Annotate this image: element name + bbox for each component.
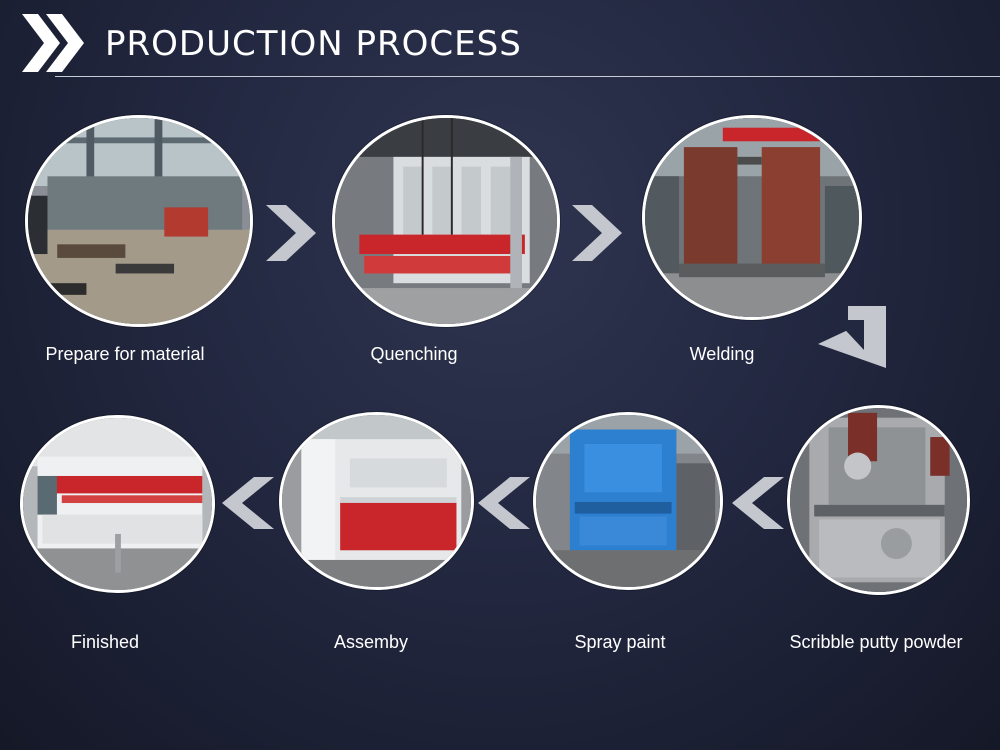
header: PRODUCTION PROCESS — [0, 0, 1000, 78]
step-label-welding: Welding — [689, 344, 755, 364]
step-photo-putty-powder — [787, 405, 970, 595]
step-photo-prepare-material — [25, 115, 253, 327]
step-photo-finished — [20, 415, 215, 593]
chevron-arrow-icon — [222, 477, 274, 529]
chevron-arrow-icon — [478, 477, 530, 529]
step-label-quenching: Quenching — [370, 344, 458, 364]
page-title: PRODUCTION PROCESS — [105, 24, 522, 64]
double-chevron-right-icon — [22, 14, 84, 72]
chevron-arrow-icon — [572, 205, 622, 261]
step-photo-quenching — [332, 115, 560, 327]
chevron-arrow-icon — [266, 205, 316, 261]
chevron-arrow-icon — [732, 477, 784, 529]
step-label-assembly: Assemby — [333, 632, 409, 652]
step-photo-spray-paint — [533, 412, 723, 590]
step-label-prepare-material: Prepare for material — [45, 344, 205, 364]
step-label-putty-powder: Scribble putty powder — [789, 632, 963, 652]
header-divider — [55, 76, 1000, 77]
step-photo-welding — [642, 115, 862, 320]
step-label-finished: Finished — [70, 632, 140, 652]
step-label-spray-paint: Spray paint — [574, 632, 666, 652]
chevron-arrow-icon — [818, 306, 886, 368]
step-photo-assembly — [279, 412, 474, 590]
